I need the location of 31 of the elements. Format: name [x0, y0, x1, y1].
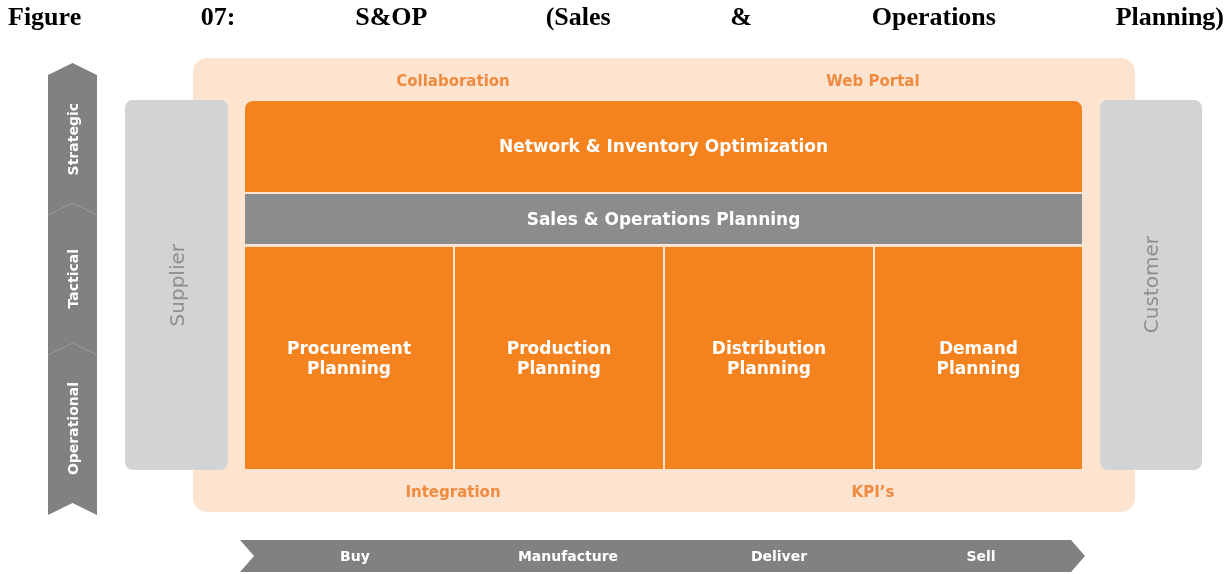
node-label: Demand Planning: [936, 337, 1021, 378]
figure-title: Figure 07: S&OP (Sales & Operations Planning): [8, 2, 1224, 32]
frame-label: Web Portal: [826, 72, 920, 90]
process-step-band: Manufacture: [455, 540, 681, 572]
frame-label: Integration: [405, 483, 501, 501]
process-step-band: Deliver: [666, 540, 892, 572]
planning-box: Production Planning: [455, 247, 663, 469]
frame-label: Collaboration: [396, 72, 510, 90]
planning-box: Distribution Planning: [665, 247, 873, 469]
planning-band: Sales & Operations Planning: [245, 194, 1082, 244]
optimization-band: Network & Inventory Optimization: [245, 101, 1082, 192]
node-label: Production Planning: [506, 337, 612, 378]
partner-panel: Customer: [1100, 100, 1202, 470]
planning-box: Procurement Planning: [245, 247, 453, 469]
process-step-band: Buy: [240, 540, 470, 572]
planning-level-band: Tactical: [48, 203, 97, 355]
node-label: Distribution Planning: [711, 337, 827, 378]
planning-box: Demand Planning: [875, 247, 1082, 469]
partner-panel: Supplier: [125, 100, 228, 470]
planning-level-band: Operational: [48, 343, 97, 515]
process-step-band: Sell: [877, 540, 1085, 572]
node-label: Buy: [340, 548, 370, 564]
node-label: Deliver: [750, 548, 808, 564]
planning-level-band: Strategic: [48, 63, 97, 215]
node-label: Manufacture: [517, 548, 619, 564]
node-label: Tactical: [64, 249, 81, 309]
node-label: Operational: [64, 382, 81, 476]
frame-label: KPI’s: [851, 483, 895, 501]
node-label: Strategic: [64, 102, 81, 176]
node-label: Procurement Planning: [286, 337, 412, 378]
node-label: Sell: [966, 548, 996, 564]
